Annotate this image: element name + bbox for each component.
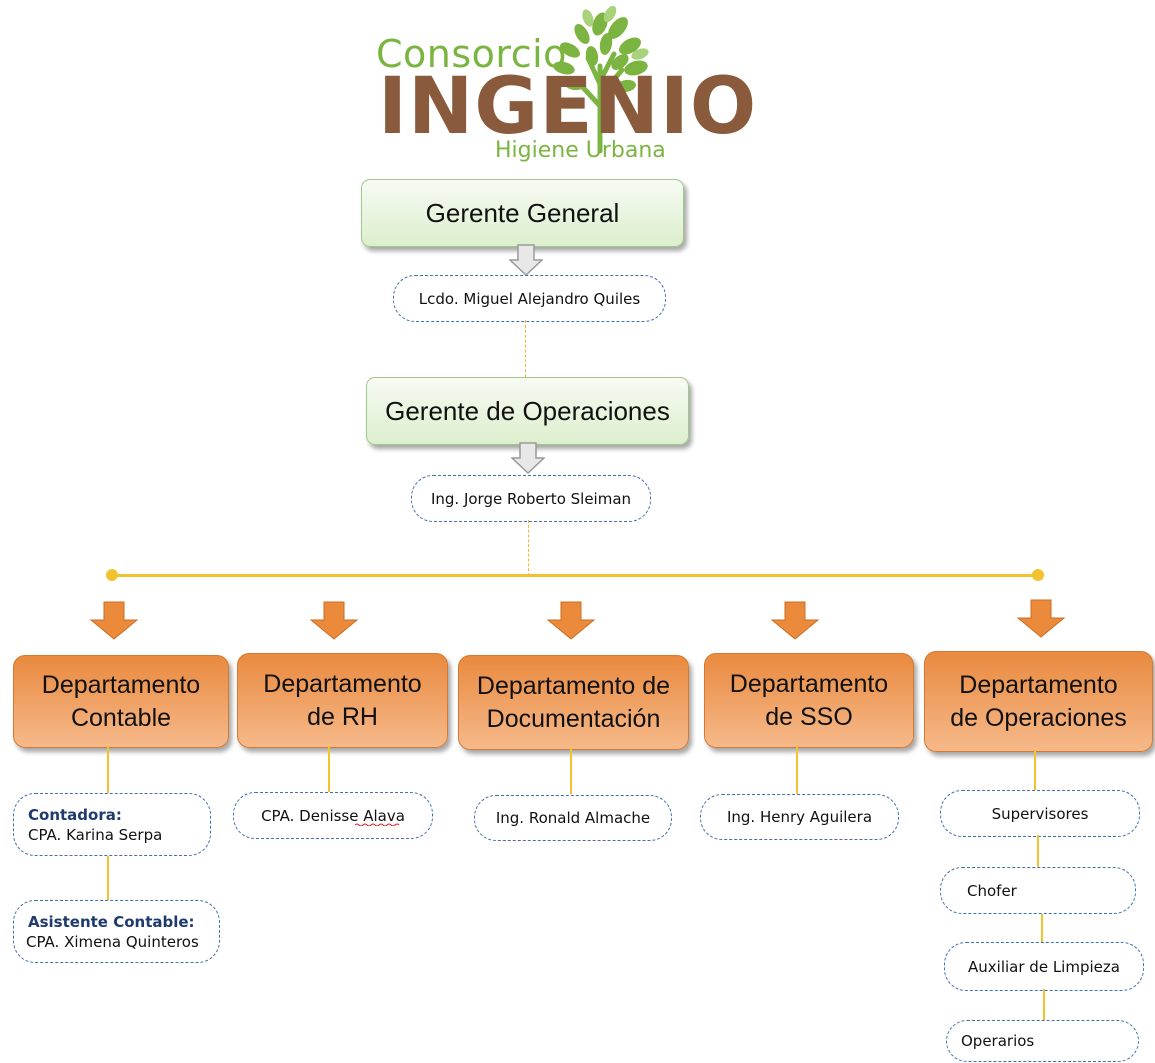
rh-staff-name: CPA. Denisse Alava <box>261 806 405 825</box>
asistente-role: Asistente Contable: <box>28 912 195 931</box>
ops-staff-auxiliar: Auxiliar de Limpieza <box>944 942 1144 991</box>
ops-staff-chofer: Chofer <box>940 867 1136 914</box>
rh-staff-box: CPA. Denisse Alava <box>233 792 433 839</box>
dept-documentacion-box: Departamento de Documentación <box>458 655 689 750</box>
tree-icon <box>553 6 649 154</box>
connector-line <box>525 320 526 377</box>
gerente-operaciones-box: Gerente de Operaciones <box>366 377 689 445</box>
connector-line <box>796 746 798 794</box>
contadora-name: CPA. Karina Serpa <box>28 825 163 844</box>
connector-line <box>1034 750 1036 790</box>
down-arrow-icon <box>509 244 543 276</box>
down-arrow-icon <box>1016 599 1066 638</box>
asistente-name: CPA. Ximena Quinteros <box>26 932 199 951</box>
gerente-general-name: Lcdo. Miguel Alejandro Quiles <box>393 275 666 322</box>
dept-rh-box: Departamento de RH <box>237 653 448 748</box>
logo-consorcio-text: Consorcio <box>376 32 567 76</box>
spellcheck-underline <box>355 823 400 826</box>
gerente-operaciones-name: Ing. Jorge Roberto Sleiman <box>411 475 651 522</box>
down-arrow-icon <box>546 601 596 640</box>
asistente-contable-box: Asistente Contable: CPA. Ximena Quintero… <box>13 900 220 963</box>
connector-endpoint <box>1032 569 1044 581</box>
connector-line <box>1043 989 1045 1020</box>
connector-line <box>107 856 109 900</box>
dept-sso-box: Departamento de SSO <box>704 653 914 748</box>
down-arrow-icon <box>511 442 545 474</box>
connector-line <box>528 520 529 576</box>
down-arrow-icon <box>309 601 359 640</box>
dept-operaciones-box: Departamento de Operaciones <box>924 651 1153 752</box>
connector-line <box>107 746 109 794</box>
down-arrow-icon <box>770 601 820 640</box>
connector-line <box>1041 914 1043 942</box>
connector-line <box>1037 835 1039 867</box>
logo-subtitle: Higiene Urbana <box>495 138 666 163</box>
horizontal-connector <box>111 574 1038 577</box>
dept-contable-box: Departamento Contable <box>13 655 229 748</box>
connector-line <box>328 746 330 792</box>
ops-staff-operarios: Operarios <box>946 1020 1139 1062</box>
contadora-role: Contadora: <box>28 805 122 824</box>
gerente-general-box: Gerente General <box>361 179 684 247</box>
logo-ingenio-text: INGENIO <box>378 62 758 152</box>
connector-endpoint <box>106 569 118 581</box>
ops-staff-supervisores: Supervisores <box>940 790 1140 837</box>
down-arrow-icon <box>89 601 139 640</box>
contadora-box: Contadora: CPA. Karina Serpa <box>13 793 211 856</box>
sso-staff-box: Ing. Henry Aguilera <box>700 794 899 840</box>
doc-staff-box: Ing. Ronald Almache <box>474 795 672 841</box>
connector-line <box>570 748 572 794</box>
